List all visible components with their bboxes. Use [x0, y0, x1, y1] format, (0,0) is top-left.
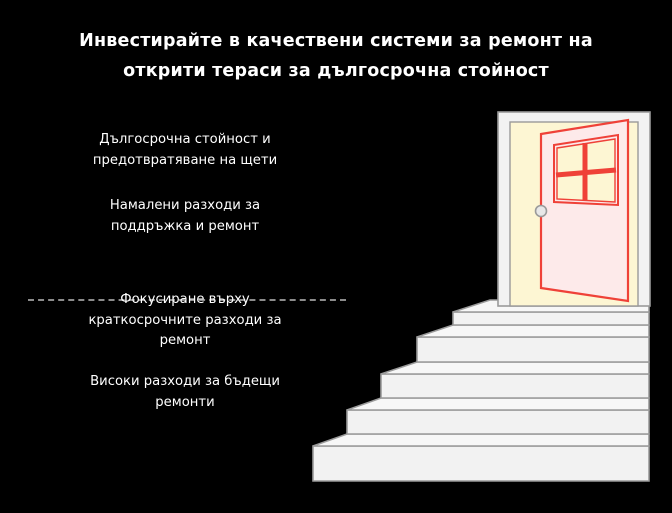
dashed-divider-icon	[28, 299, 346, 301]
stair-riser-5	[312, 445, 650, 482]
stair-tread-4	[346, 397, 650, 411]
drawback-item-1: Фокусиране върху краткосрочните разходи …	[88, 292, 282, 348]
benefit-item-2: Намалени разходи за поддръжка и ремонт	[109, 198, 261, 234]
benefit-item-1: Дългосрочна стойност и предотвратяване н…	[92, 132, 278, 168]
page-title: Инвестирайте в качествени системи за рем…	[16, 26, 656, 86]
stair-riser-2	[416, 336, 650, 363]
stair-riser-3	[380, 373, 650, 399]
stair-tread-3	[380, 361, 650, 375]
drawback-item-2: Високи разходи за бъдещи ремонти	[90, 374, 280, 410]
open-door-illustration	[497, 111, 651, 307]
stair-tread-2	[416, 324, 650, 338]
stair-tread-5	[312, 433, 650, 447]
door-window-mullion-horizontal	[555, 167, 617, 178]
stair-riser-4	[346, 409, 650, 435]
door-knob-icon	[534, 204, 548, 218]
title-line-2: открити тераси за дългосрочна стойност	[123, 61, 549, 81]
door-window-frame	[553, 133, 619, 207]
stair-riser-1	[452, 311, 650, 326]
stairs-illustration	[312, 299, 650, 482]
title-line-1: Инвестирайте в качествени системи за рем…	[79, 31, 593, 51]
